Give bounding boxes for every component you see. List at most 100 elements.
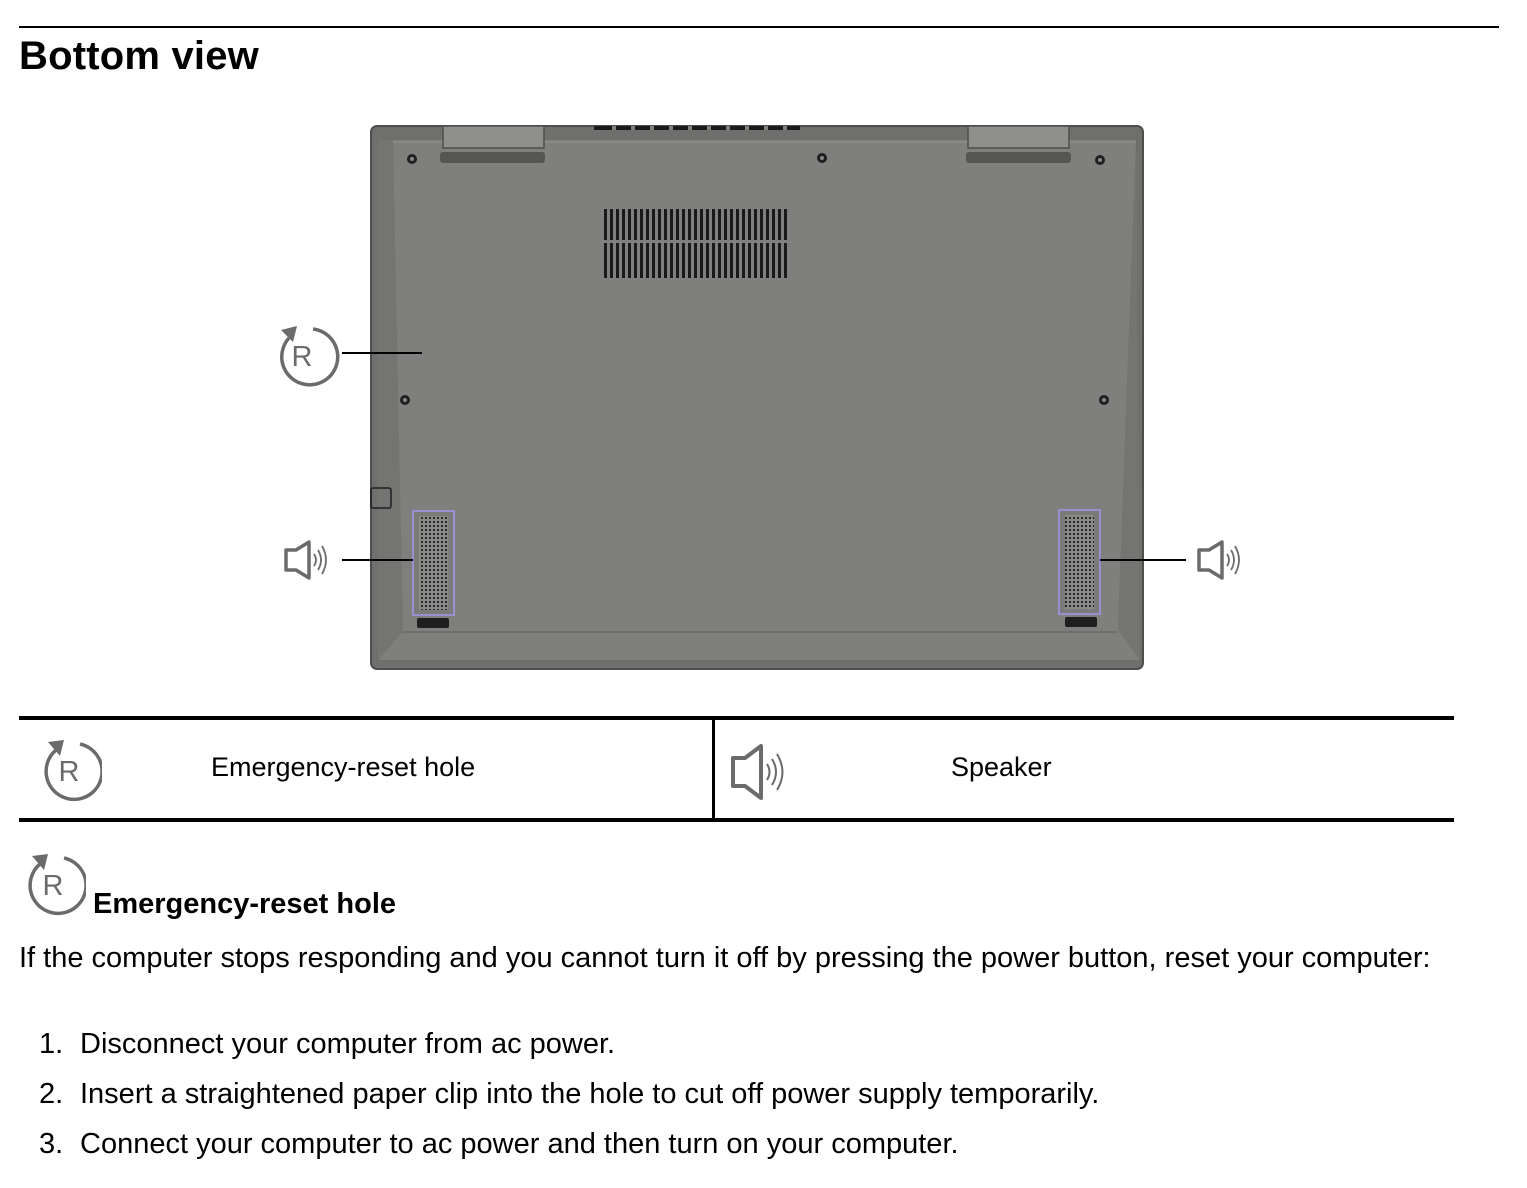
vent-slat — [700, 243, 703, 278]
vent-slat — [634, 209, 637, 240]
vent-slat — [706, 243, 709, 278]
vent-slat — [682, 243, 685, 278]
vent-slat — [676, 209, 679, 240]
vent-slat — [658, 243, 661, 278]
vent-slat — [748, 209, 751, 240]
legend-label-reset: Emergency-reset hole — [211, 752, 476, 782]
section-heading: Emergency-reset hole — [93, 888, 397, 920]
rear-vent-strip — [594, 126, 800, 130]
vent-slat — [670, 243, 673, 278]
vent-slat — [664, 209, 667, 240]
emergency-reset-icon: R — [44, 740, 102, 802]
vent-slat — [718, 209, 721, 240]
vent-slat — [754, 209, 757, 240]
screws — [400, 153, 1109, 405]
vent-slat — [736, 243, 739, 278]
svg-text:R: R — [43, 870, 64, 902]
vent-slat — [712, 243, 715, 278]
vent-slat — [736, 209, 739, 240]
vent-slat — [712, 209, 715, 240]
vent-slat — [784, 243, 787, 278]
step-text: Connect your computer to ac power and th… — [80, 1128, 959, 1160]
hinge-right — [966, 125, 1071, 163]
steps-list: 1. Disconnect your computer from ac powe… — [19, 1026, 1099, 1176]
vent-slat — [634, 243, 637, 278]
vent-slat — [784, 209, 787, 240]
speaker-icon — [1197, 540, 1240, 580]
vent-slat — [706, 209, 709, 240]
vent-slat — [742, 243, 745, 278]
svg-text:R: R — [292, 341, 313, 373]
vent-slat — [730, 243, 733, 278]
vent-slat — [640, 209, 643, 240]
vent-slat — [604, 209, 607, 240]
vent-slat — [616, 243, 619, 278]
vent-slat — [652, 243, 655, 278]
page-title: Bottom view — [19, 34, 259, 78]
vent-slat — [742, 209, 745, 240]
vent-slat — [748, 243, 751, 278]
vent-slat — [628, 209, 631, 240]
emergency-reset-icon: R — [28, 854, 86, 916]
vent-slat — [778, 243, 781, 278]
small-square-marker — [370, 487, 392, 509]
vent-slat — [760, 209, 763, 240]
svg-text:R: R — [59, 756, 80, 788]
vent-slat — [778, 209, 781, 240]
vent-slat — [694, 243, 697, 278]
vent-slat — [664, 243, 667, 278]
legend-cell-speaker: Speaker — [715, 720, 1454, 818]
list-item: 1. Disconnect your computer from ac powe… — [19, 1026, 1099, 1076]
vent-slat — [694, 209, 697, 240]
step-text: Insert a straightened paper clip into th… — [80, 1078, 1100, 1110]
step-number: 3. — [39, 1128, 64, 1160]
vent-slat — [724, 243, 727, 278]
vent-slat — [646, 209, 649, 240]
speaker-icon — [731, 744, 784, 800]
section-body: If the computer stops responding and you… — [19, 942, 1431, 974]
vent-slat — [700, 209, 703, 240]
vent-slat — [766, 209, 769, 240]
list-item: 3. Connect your computer to ac power and… — [19, 1126, 1099, 1176]
vent-slat — [628, 243, 631, 278]
speaker-icon — [284, 540, 327, 580]
vent-slat — [670, 209, 673, 240]
vent-slat — [622, 243, 625, 278]
step-text: Disconnect your computer from ac power. — [80, 1028, 616, 1060]
vent-slat — [730, 209, 733, 240]
vent-slat — [610, 243, 613, 278]
vent-slat — [616, 209, 619, 240]
legend-cell-reset: R Emergency-reset hole — [19, 720, 712, 818]
vent-slat — [604, 243, 607, 278]
hinge-left — [440, 125, 545, 163]
legend-label-speaker: Speaker — [951, 752, 1052, 782]
vent-slat — [688, 209, 691, 240]
vent-slat — [718, 243, 721, 278]
top-rule — [19, 26, 1499, 28]
vent-slat — [676, 243, 679, 278]
vent-slat — [766, 243, 769, 278]
step-number: 2. — [39, 1078, 64, 1110]
legend-divider — [712, 720, 715, 818]
vent-slat — [688, 243, 691, 278]
vent-slat — [682, 209, 685, 240]
vent-slat — [640, 243, 643, 278]
vent-slat — [754, 243, 757, 278]
vent-slat — [772, 209, 775, 240]
vent-slat — [646, 243, 649, 278]
speaker-grille-left — [412, 510, 455, 628]
vent-slat — [772, 243, 775, 278]
speaker-grille-right — [1058, 509, 1101, 627]
laptop-base — [370, 125, 1144, 670]
laptop-bottom-diagram: R — [280, 125, 1240, 670]
vent-slat — [658, 209, 661, 240]
vent-slat — [724, 209, 727, 240]
step-number: 1. — [39, 1028, 64, 1060]
vent-slat — [622, 209, 625, 240]
emergency-reset-icon: R — [280, 326, 340, 387]
vent-slat — [652, 209, 655, 240]
vent-slat — [760, 243, 763, 278]
list-item: 2. Insert a straightened paper clip into… — [19, 1076, 1099, 1126]
legend-table: R Emergency-reset hole Speaker — [19, 716, 1454, 822]
vent-slat — [610, 209, 613, 240]
